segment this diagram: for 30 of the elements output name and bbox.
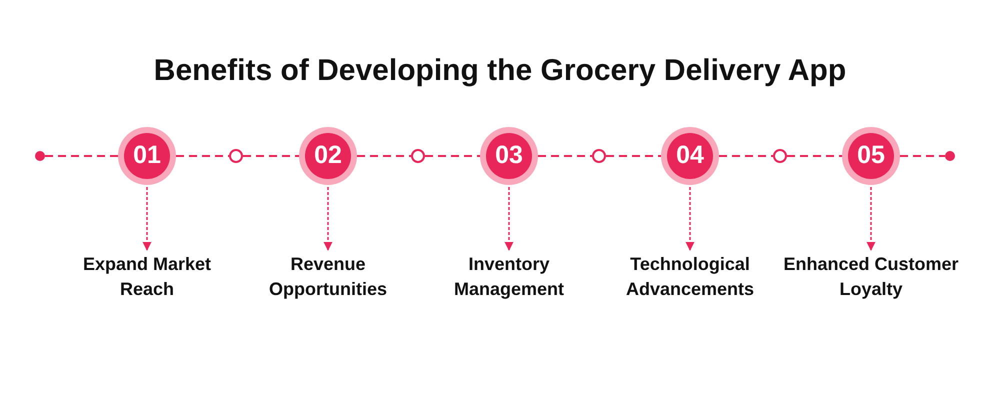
timeline-ring (411, 149, 425, 163)
step-label: Revenue Opportunities (240, 252, 416, 302)
step-label: Technological Advancements (602, 252, 778, 302)
step-number: 01 (124, 133, 170, 179)
step-number: 04 (667, 133, 713, 179)
step-number: 05 (848, 133, 894, 179)
step-label: Enhanced Customer Loyalty (783, 252, 959, 302)
dashed-connector (719, 155, 773, 157)
timeline-ring (773, 149, 787, 163)
step-label: Inventory Management (421, 252, 597, 302)
dashed-connector (357, 155, 411, 157)
dashed-connector (425, 155, 480, 157)
step-label: Expand Market Reach (59, 252, 235, 302)
dashed-connector (787, 155, 842, 157)
arrow (142, 187, 152, 251)
arrow (686, 187, 694, 251)
step-number: 02 (305, 133, 351, 179)
arrow (504, 187, 514, 251)
dashed-connector (176, 155, 229, 157)
dashed-connector (606, 155, 661, 157)
dashed-connector (900, 155, 945, 157)
dashed-connector (45, 155, 118, 157)
timeline-ring (592, 149, 606, 163)
arrow (324, 187, 332, 251)
step-number: 03 (486, 133, 532, 179)
arrow (866, 187, 876, 251)
timeline-ring (229, 149, 243, 163)
title: Benefits of Developing the Grocery Delivery App (154, 53, 846, 89)
dashed-connector (243, 155, 299, 157)
dashed-connector (538, 155, 592, 157)
